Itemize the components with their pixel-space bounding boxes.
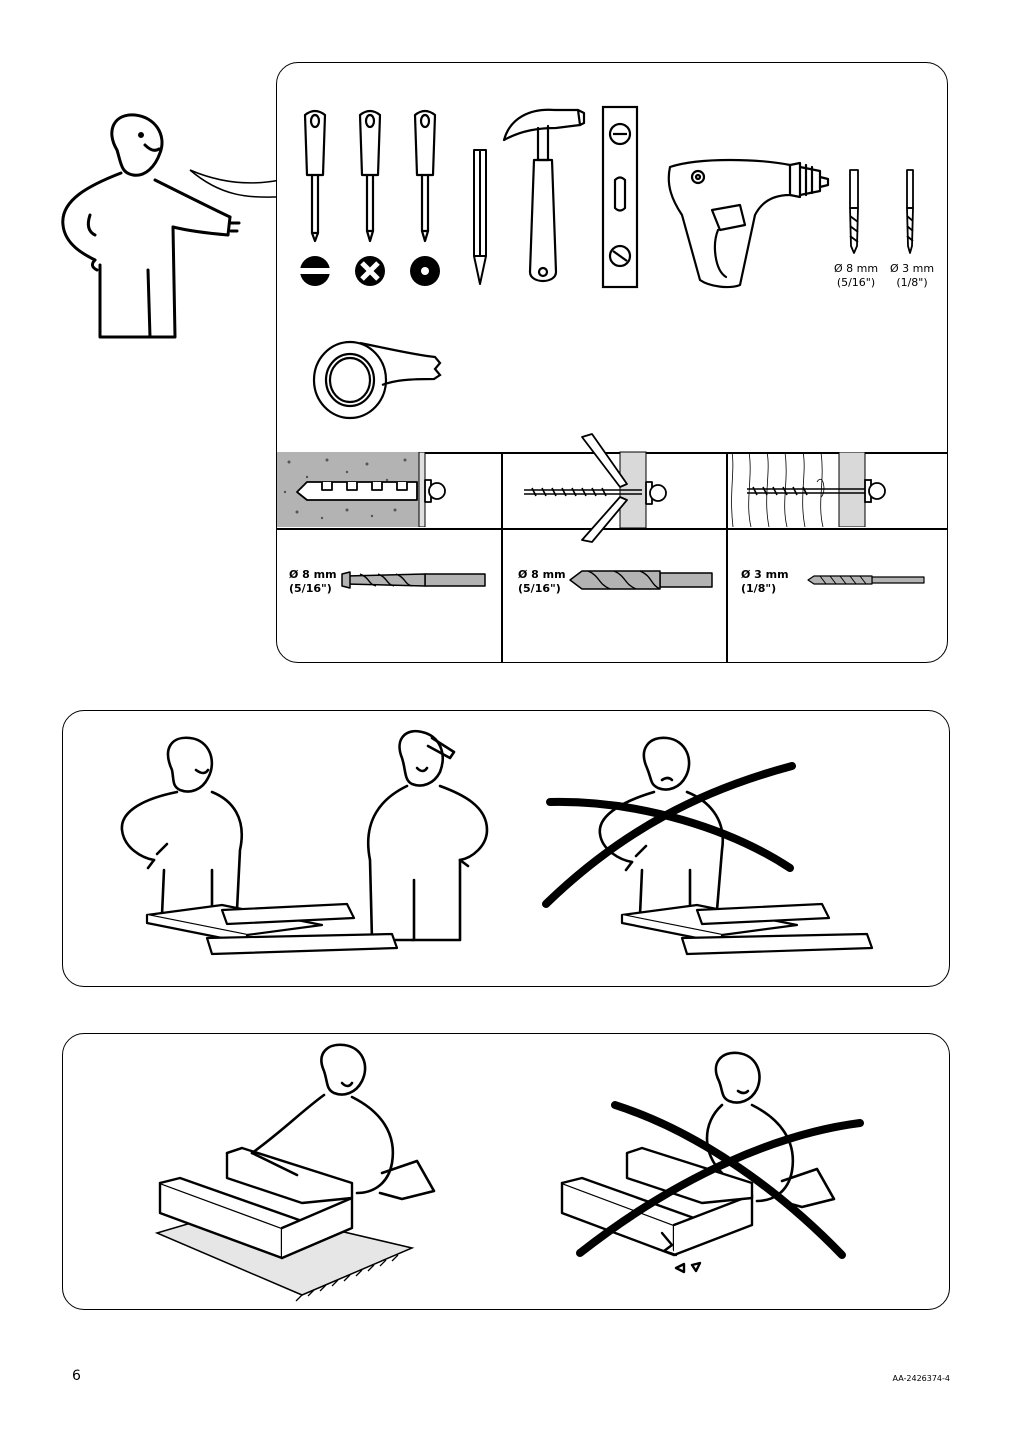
page-number: 6 [72,1368,81,1384]
ikea-man-pointing-illustration [61,113,281,339]
power-drill-illustration [667,158,830,289]
wall-bit-inch: (1/8") [741,582,777,595]
bit-diameter: Ø 8 mm [833,262,879,275]
wall-bit-inch: (5/16") [518,582,561,595]
wood-drill-label: Ø 3 mm (1/8") [741,568,789,596]
wall-bit-diameter: Ø 8 mm [289,568,337,581]
masonry-bit-illustration [341,571,486,589]
pozidriv-head-icon [410,256,440,286]
drill-bits-illustration [849,169,914,254]
hammer-illustration [502,108,586,283]
bit-inch: (5/16") [836,276,876,289]
hollow-drill-label: Ø 8 mm (5/16") [518,568,566,596]
drill-bit-label-8mm: Ø 8 mm (5/16") [826,262,886,290]
concrete-drill-label: Ø 8 mm (5/16") [289,568,337,596]
wall-bit-diameter: Ø 3 mm [741,568,789,581]
pencil-illustration [473,149,487,285]
cross-head-icon [355,256,385,286]
screwdriver-set-illustration [300,109,440,286]
drill-bit-label-3mm: Ø 3 mm (1/8") [882,262,942,290]
wood-bit-3mm-illustration [807,575,925,585]
document-code: AA-2426374-4 [892,1374,950,1383]
wood-wall-screw-illustration [731,452,886,527]
two-person-assembly-illustration [120,729,874,956]
protect-floor-panel [62,1033,950,1310]
bit-inch: (1/8") [896,276,928,289]
wood-bit-8mm-illustration [569,570,713,590]
divider [277,528,947,530]
concrete-wall-plug-illustration [277,452,446,527]
wall-bit-inch: (5/16") [289,582,332,595]
divider [277,452,947,454]
protect-floor-illustration [154,1043,864,1302]
slotted-head-icon [300,256,330,286]
tools-panel [276,62,948,663]
wall-bit-diameter: Ø 8 mm [518,568,566,581]
divider [501,452,503,662]
divider [726,452,728,662]
spirit-level-illustration [601,105,639,289]
hollow-wall-toggle-illustration [524,433,667,543]
tape-roll-illustration [312,340,442,420]
bit-diameter: Ø 3 mm [889,262,935,275]
